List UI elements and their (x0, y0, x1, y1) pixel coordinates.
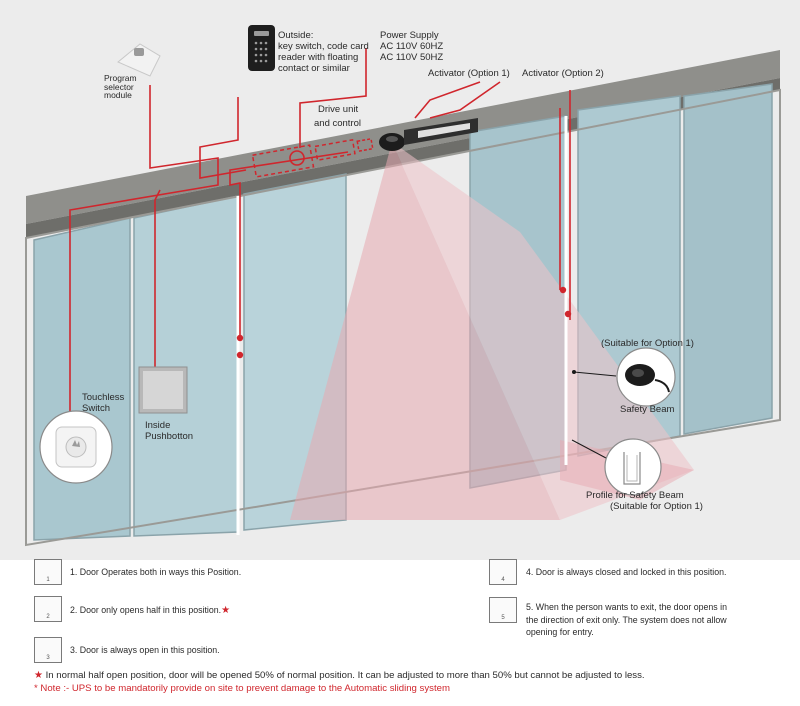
glass-panel-left-slide (133, 195, 239, 537)
safety-beam-label: Safety Beam (620, 404, 675, 415)
legend-text-2: 2. Door only opens half in this position… (70, 605, 231, 616)
control-wiring (69, 48, 571, 440)
touchless-switch-label: Touchless Switch (82, 392, 125, 414)
sensor-zone-right (392, 142, 694, 520)
program-selector-device (117, 43, 161, 77)
legend-icon-3: 3 (34, 637, 62, 663)
note-star: ★ (34, 670, 43, 681)
drive-motor-circle (289, 150, 305, 166)
legend-text-1: 1. Door Operates both in ways this Posit… (70, 567, 242, 577)
profile-callout (604, 438, 662, 496)
sensor-zone-left (290, 142, 560, 520)
profile-leader (571, 439, 607, 459)
legend-star-2: ★ (221, 605, 231, 616)
activator-option1-label: Activator (Option 1) (428, 68, 510, 79)
legend-text-3: 3. Door is always open in this position. (70, 645, 220, 655)
drive-unit-box-2 (314, 138, 356, 162)
power-supply-label: Power Supply AC 110V 60HZ AC 110V 50HZ (380, 30, 444, 63)
door-frame (25, 88, 781, 547)
note-half-open: ★ In normal half open position, door wil… (34, 670, 645, 681)
profile-safety-beam-label: Profile for Safety Beam (586, 490, 684, 501)
operator-header (26, 50, 780, 224)
safety-beam-leader (573, 371, 617, 377)
inside-pushbutton-label: Inside Pushbotton (145, 420, 194, 442)
note-ups: * Note :- UPS to be mandatorily provide … (34, 683, 450, 694)
activator-option2-label: Activator (Option 2) (522, 68, 604, 79)
drive-unit-box-3 (356, 137, 374, 153)
legend-text-4: 4. Door is always closed and locked in t… (526, 567, 727, 577)
glass-panel-left-fixed (33, 217, 131, 541)
legend-icon-5: 5 (489, 597, 517, 623)
legend-icon-4: 4 (489, 559, 517, 585)
glass-panel-right-fixed (683, 83, 773, 435)
drive-unit-box-1 (251, 144, 315, 178)
program-selector-label: Program selector module (104, 73, 137, 100)
and-control-label: and control (314, 118, 362, 129)
legend-icon-2: 2 (34, 596, 62, 622)
safety-beam-suitable-label: (Suitable for Option 1) (601, 338, 694, 349)
outside-label: Outside: key switch, code card reader wi… (278, 30, 369, 74)
legend-text-5: 5. When the person wants to exit, the do… (526, 602, 727, 637)
profile-suitable-label: (Suitable for Option 1) (610, 501, 703, 512)
legend-icon-1: 1 (34, 559, 62, 585)
connection-dots (236, 286, 572, 359)
drive-unit-label: Drive unit (318, 104, 359, 115)
